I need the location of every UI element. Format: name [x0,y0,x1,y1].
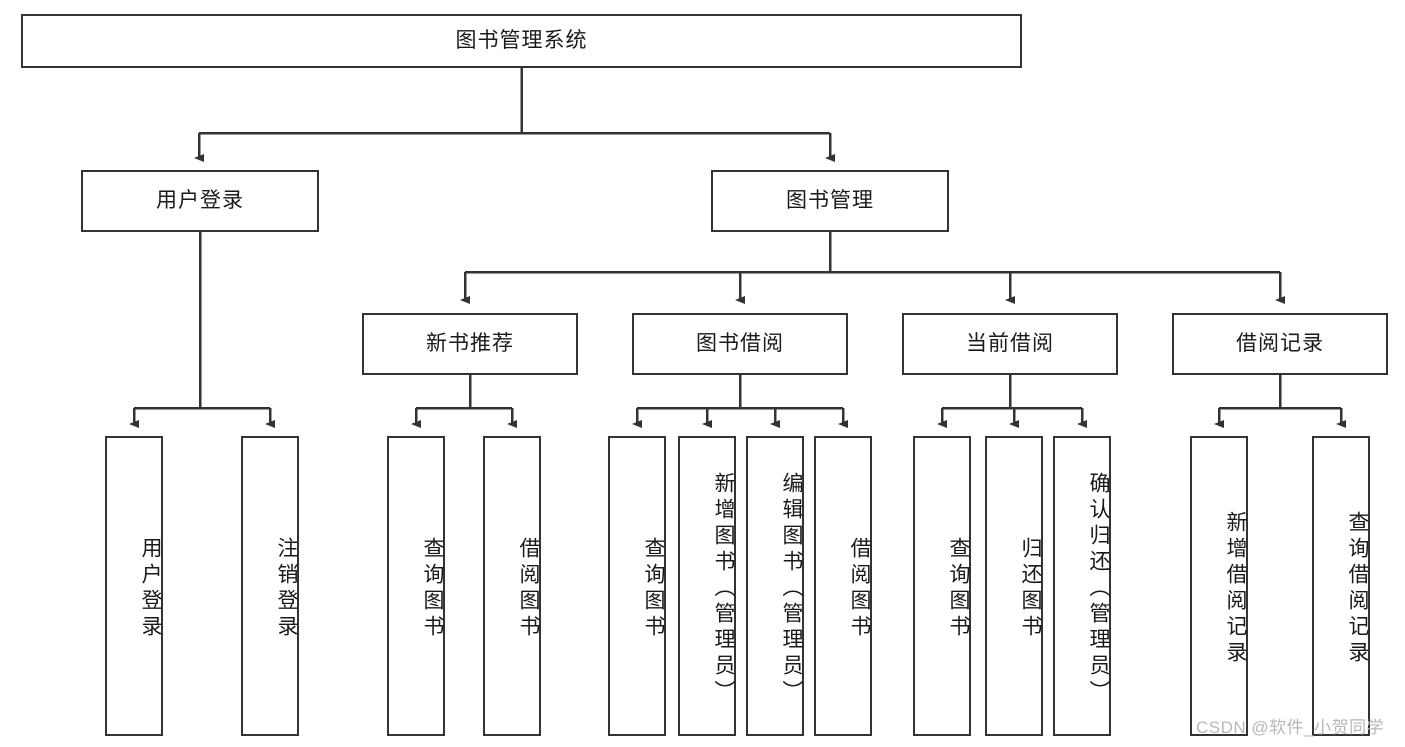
node-leaf-add-book[interactable]: 新增图书（管理员） [678,436,736,736]
node-borrow-record[interactable]: 借阅记录 [1172,313,1388,375]
node-new-book-recommend[interactable]: 新书推荐 [362,313,578,375]
node-book-borrow[interactable]: 图书借阅 [632,313,848,375]
node-leaf-query-book-1[interactable]: 查询图书 [387,436,445,736]
node-root[interactable]: 图书管理系统 [21,14,1022,68]
node-leaf-user-login-label: 用户登录 [139,537,162,641]
node-borrow-record-label: 借阅记录 [1236,332,1324,356]
node-leaf-return-book[interactable]: 归还图书 [985,436,1043,736]
node-leaf-edit-book[interactable]: 编辑图书（管理员） [746,436,804,736]
node-book-borrow-label: 图书借阅 [696,332,784,356]
node-leaf-confirm-return[interactable]: 确认归还（管理员） [1053,436,1111,736]
node-user-login[interactable]: 用户登录 [81,170,319,232]
node-current-borrow[interactable]: 当前借阅 [902,313,1118,375]
node-leaf-borrow-book-1-label: 借阅图书 [517,537,540,641]
node-current-borrow-label: 当前借阅 [966,332,1054,356]
node-leaf-query-book-2-label: 查询图书 [642,537,665,641]
node-leaf-borrow-book-2[interactable]: 借阅图书 [814,436,872,736]
node-leaf-borrow-book-2-label: 借阅图书 [848,537,871,641]
node-leaf-confirm-return-label: 确认归还（管理员） [1087,472,1110,706]
node-leaf-user-logout[interactable]: 注销登录 [241,436,299,736]
node-leaf-borrow-book-1[interactable]: 借阅图书 [483,436,541,736]
node-leaf-query-record-label: 查询借阅记录 [1346,511,1369,667]
watermark-text: CSDN @软件_小贺同学 [1196,718,1385,737]
node-leaf-add-record-label: 新增借阅记录 [1224,511,1247,667]
node-new-book-recommend-label: 新书推荐 [426,332,514,356]
node-leaf-return-book-label: 归还图书 [1019,537,1042,641]
node-book-manage[interactable]: 图书管理 [711,170,949,232]
node-book-manage-label: 图书管理 [786,189,874,213]
node-leaf-user-login[interactable]: 用户登录 [105,436,163,736]
node-leaf-add-book-label: 新增图书（管理员） [712,472,735,706]
node-leaf-query-book-1-label: 查询图书 [421,537,444,641]
node-user-login-label: 用户登录 [156,189,244,213]
node-leaf-add-record[interactable]: 新增借阅记录 [1190,436,1248,736]
node-leaf-user-logout-label: 注销登录 [275,537,298,641]
node-root-label: 图书管理系统 [455,29,588,53]
node-leaf-query-record[interactable]: 查询借阅记录 [1312,436,1370,736]
node-leaf-query-book-2[interactable]: 查询图书 [608,436,666,736]
node-leaf-edit-book-label: 编辑图书（管理员） [780,472,803,706]
node-leaf-query-book-3-label: 查询图书 [947,537,970,641]
node-leaf-query-book-3[interactable]: 查询图书 [913,436,971,736]
